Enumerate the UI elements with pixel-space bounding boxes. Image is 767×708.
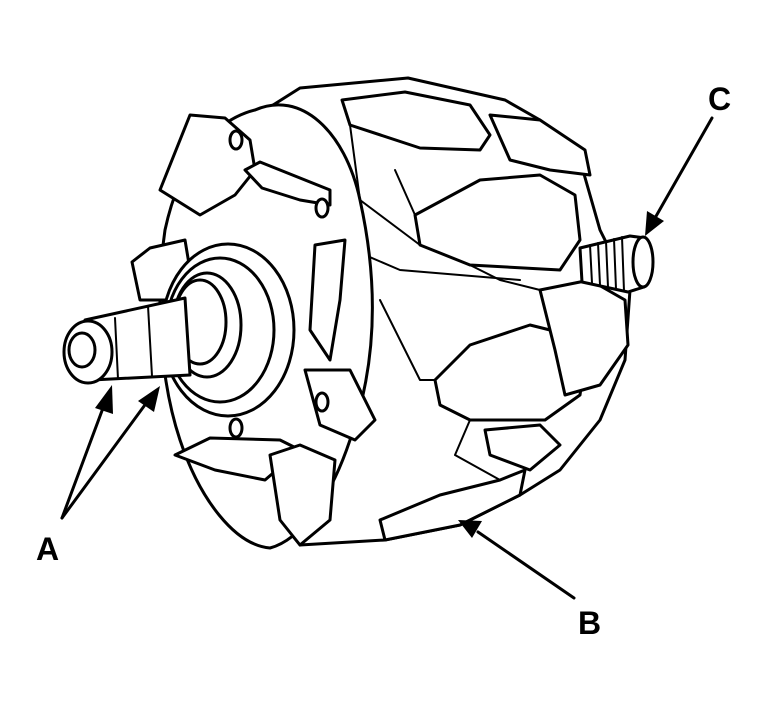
callout-label-b: B: [578, 605, 601, 641]
arrowhead-c: [645, 211, 664, 236]
claw-finger: [378, 468, 527, 542]
leader-a-2: [60, 396, 152, 520]
fan-blade: [308, 238, 347, 362]
claw-finger: [413, 173, 582, 272]
fan-blade: [268, 443, 337, 547]
shaft-rear-end: [631, 235, 655, 289]
mount-hole: [228, 417, 244, 439]
mount-hole: [314, 197, 330, 219]
claw-finger: [483, 423, 562, 472]
arrowhead-a-2: [138, 386, 160, 412]
fan-blade: [303, 368, 377, 442]
claw-finger: [488, 113, 592, 177]
callout-label-a: A: [36, 531, 59, 567]
leader-a-1: [60, 398, 108, 520]
arrowhead-b: [458, 520, 482, 538]
leader-c: [653, 116, 714, 220]
callout-leaders: [60, 116, 714, 600]
shaft-end: [62, 319, 114, 385]
fan-blade: [243, 160, 332, 207]
claw-finger: [340, 90, 492, 152]
rotor-assembly: [62, 76, 655, 550]
mount-hole: [314, 391, 330, 413]
arrowhead-a-1: [95, 385, 113, 414]
shaft-step: [114, 305, 153, 380]
shaft-end-recess: [67, 331, 97, 369]
mount-hole: [228, 129, 244, 151]
shaft-thread: [589, 236, 625, 292]
callout-label-c: C: [708, 81, 731, 117]
leader-b: [476, 530, 576, 600]
